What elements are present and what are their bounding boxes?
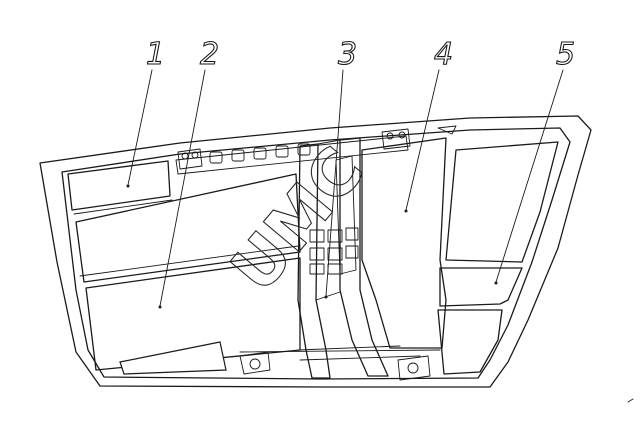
callout-5: 5 bbox=[556, 37, 575, 72]
callout-2: 2 bbox=[200, 37, 219, 72]
inner-rim bbox=[61, 127, 571, 380]
corner-mark bbox=[627, 398, 634, 403]
right-latch bbox=[397, 355, 431, 381]
diagonal-strut bbox=[335, 155, 357, 275]
panel-1 bbox=[67, 160, 171, 211]
panel-5-middle bbox=[439, 267, 523, 307]
panel-4 bbox=[361, 137, 447, 349]
panel-5-upper bbox=[445, 141, 559, 263]
left-hinge bbox=[177, 148, 203, 170]
leader-dots bbox=[126, 184, 498, 309]
callout-1: 1 bbox=[146, 37, 165, 72]
bottom-left-wedge bbox=[119, 341, 227, 375]
frame-grid bbox=[309, 227, 359, 275]
callout-4: 4 bbox=[434, 37, 453, 72]
hinge-slots bbox=[209, 143, 311, 164]
panel-1-edge bbox=[73, 199, 173, 215]
panel-5-lower bbox=[437, 309, 503, 375]
callout-3: 3 bbox=[338, 37, 357, 72]
outer-shell bbox=[39, 115, 592, 388]
hinge-strip bbox=[175, 135, 409, 175]
leader-lines bbox=[127, 69, 564, 307]
left-latch bbox=[239, 351, 271, 375]
corner-clip bbox=[437, 125, 457, 135]
panel-2-upper bbox=[75, 173, 301, 283]
right-hinge bbox=[381, 128, 411, 150]
panel-2-trim bbox=[79, 245, 299, 277]
center-frame bbox=[239, 137, 441, 379]
